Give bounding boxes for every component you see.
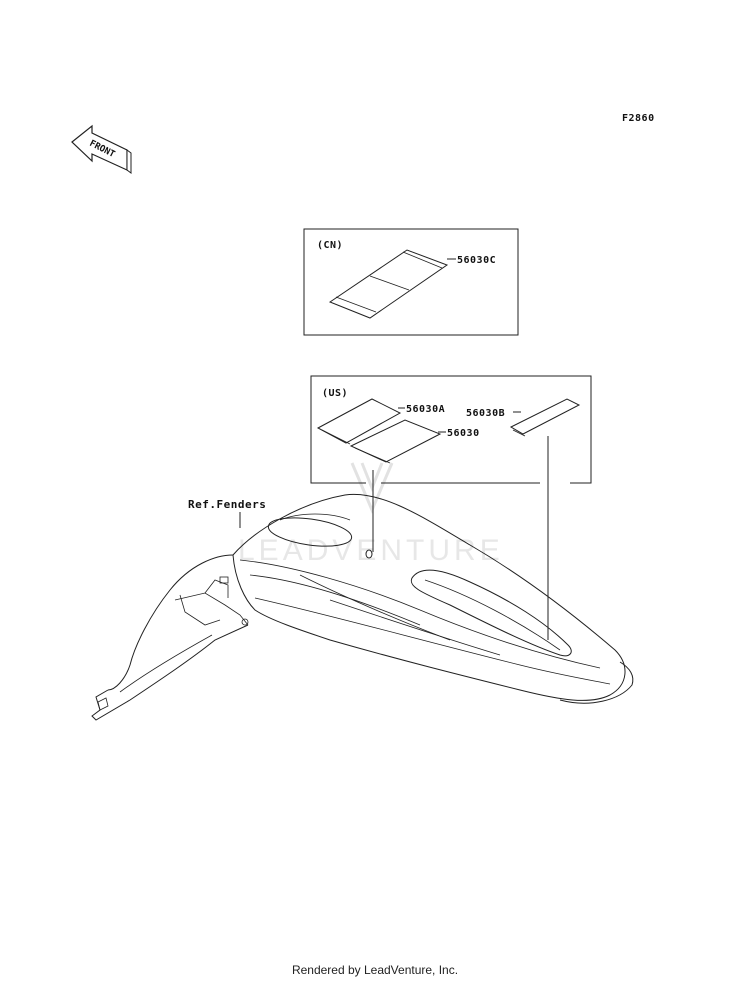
part-label-56030b: 56030B: [466, 408, 505, 419]
part-label-56030: 56030: [447, 428, 480, 439]
footer-credit: Rendered by LeadVenture, Inc.: [291, 963, 459, 977]
front-arrow-icon: FRONT: [71, 124, 132, 174]
fender-illustration: [91, 493, 634, 721]
cn-group-box: (CN) 56030C: [303, 228, 519, 336]
us-group-label: (US): [322, 388, 348, 399]
sticker-56030a: [316, 398, 402, 445]
part-label-56030a: 56030A: [406, 404, 445, 415]
diagram-code: F2860: [622, 113, 655, 124]
sticker-56030b: [509, 398, 581, 437]
us-group-box: (US) 56030A 56030 56030B: [310, 375, 592, 484]
cn-group-label: (CN): [317, 240, 343, 251]
reference-label: Ref.Fenders: [188, 498, 266, 511]
sticker-56030c: [328, 249, 449, 319]
leader-lines: [365, 436, 549, 640]
part-label-56030c: 56030C: [457, 255, 496, 266]
sticker-56030: [349, 419, 442, 464]
